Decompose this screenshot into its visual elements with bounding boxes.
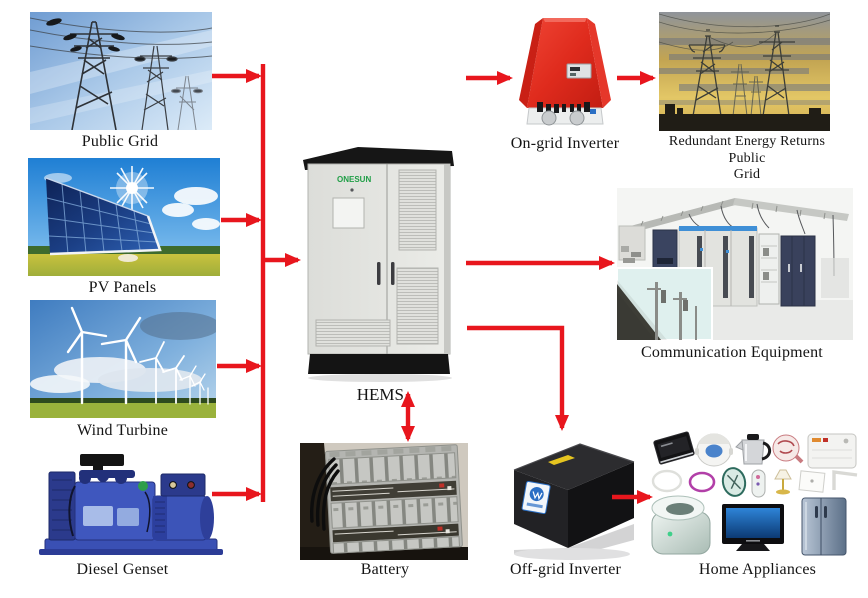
wind-turbine-label: Wind Turbine	[76, 422, 169, 439]
field	[28, 254, 220, 276]
display-panel	[332, 197, 365, 229]
transmission-tower-large-icon	[70, 21, 118, 130]
cables	[310, 457, 340, 531]
off-grid-inverter-image	[513, 443, 635, 560]
lower-vent	[396, 267, 439, 345]
hems-label: HEMS	[356, 385, 404, 404]
on-grid-inverter-label: On-grid Inverter	[510, 135, 620, 152]
brand-logo: ONESUN	[337, 175, 371, 184]
fridge-icon	[801, 497, 847, 556]
transmission-tower-far-icon	[171, 75, 203, 130]
tree-line	[30, 398, 216, 406]
home-appliances-image	[651, 431, 858, 556]
battery-label: Battery	[360, 561, 410, 578]
reflection	[514, 524, 634, 560]
pv-panels-label: PV Panels	[88, 279, 157, 296]
redundant-grid-label-line1: Redundant Energy Returns Public	[668, 134, 826, 166]
inverter-base	[526, 102, 604, 126]
battery-image	[300, 443, 468, 560]
inverter-body-icon	[519, 18, 611, 108]
tv-icon	[722, 504, 784, 551]
redundant-grid-label: Redundant Energy Returns Public Grid	[652, 134, 842, 184]
rack-cabinets	[652, 226, 849, 311]
redundant-grid-image	[659, 12, 830, 131]
on-grid-inverter-image	[519, 18, 611, 126]
pv-panels-image	[28, 158, 220, 276]
antenna-masts	[647, 282, 697, 340]
hair-dryer-icon	[772, 434, 804, 464]
wind-turbines-icon	[66, 306, 209, 405]
genset-icon	[39, 454, 223, 555]
diesel-genset-image	[25, 446, 230, 561]
keyhole	[350, 188, 354, 192]
blue-label	[521, 480, 551, 515]
upper-vent	[398, 169, 437, 251]
bottom-vent	[315, 319, 391, 347]
bread-maker-icon	[651, 495, 711, 555]
rings-and-gadgets	[651, 467, 766, 498]
ceiling-cable-tray	[623, 198, 849, 277]
cabinet-base	[308, 354, 450, 374]
sheep	[118, 254, 138, 262]
door-handle-left	[377, 262, 381, 285]
wind-turbine-image	[30, 300, 216, 418]
door-handle-right	[391, 262, 395, 285]
communication-equipment-image	[617, 188, 853, 340]
public-grid-image	[30, 12, 212, 130]
redundant-grid-label-line2: Grid	[733, 167, 761, 183]
tower-silhouette-b	[759, 25, 795, 117]
diesel-genset-label: Diesel Genset	[76, 561, 169, 578]
public-grid-label: Public Grid	[81, 133, 159, 150]
hems-cabinet-image: ONESUN	[303, 147, 454, 382]
ground-silhouette	[659, 104, 830, 131]
tower-silhouette-a	[688, 29, 726, 117]
gray-photo-noise	[621, 246, 641, 263]
black-box-icon	[513, 443, 635, 548]
off-grid-inverter-label: Off-grid Inverter	[509, 561, 622, 578]
battery-rack-icon	[324, 444, 463, 554]
laptop-icon	[653, 431, 695, 465]
field	[30, 403, 216, 418]
rice-cooker-icon	[695, 433, 733, 467]
solar-panel-icon	[45, 177, 162, 256]
side-edge	[444, 164, 450, 354]
table-lamp-icon	[774, 469, 792, 495]
floor-shadow	[308, 374, 452, 382]
communication-equipment-label: Communication Equipment	[641, 344, 823, 361]
sagging-wires	[659, 13, 830, 51]
towers-far	[731, 63, 763, 117]
home-appliances-label: Home Appliances	[698, 561, 817, 578]
arrow-hems-to-off-grid-inverter	[467, 325, 569, 431]
cloud-bands	[659, 38, 830, 105]
antenna-inset-image	[617, 267, 713, 340]
sun-icon	[110, 166, 154, 210]
kettle-icon	[735, 434, 772, 465]
engine-top-detail	[79, 470, 148, 491]
transmission-tower-mid-icon	[134, 45, 178, 130]
flat-panels	[798, 470, 858, 493]
insulators	[46, 18, 125, 52]
washing-machine-icon	[807, 433, 857, 469]
